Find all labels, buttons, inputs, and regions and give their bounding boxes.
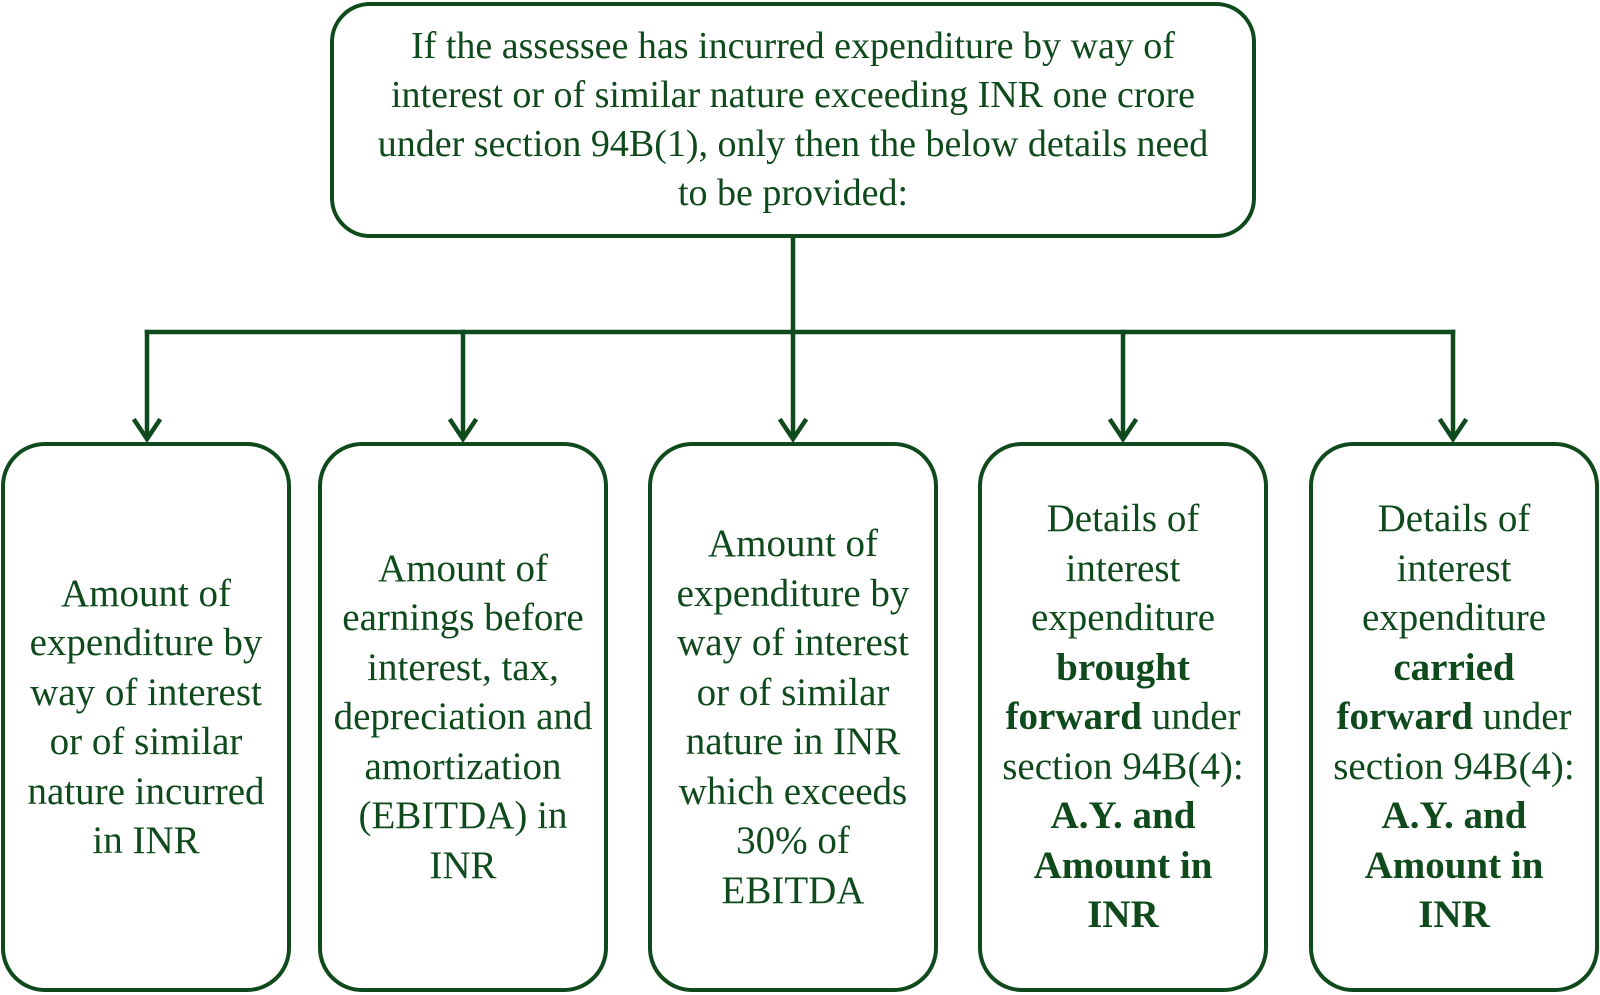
brought-forward-intro: Details of interest expenditure — [1030, 497, 1216, 640]
arrowhead-2 — [447, 417, 479, 444]
brought-forward-ay-amount: A.Y. and Amount in INR — [1033, 794, 1213, 937]
carried-forward-emphasis: carried forward — [1336, 645, 1515, 739]
brought-forward-emphasis: brought forward — [1005, 645, 1190, 739]
carried-forward-intro: Details of interest expenditure — [1361, 497, 1547, 640]
box-ebitda-text: Amount of earnings before interest, tax,… — [333, 546, 593, 887]
brought-forward-section: under section 94B(4): — [1002, 695, 1244, 788]
box-ebitda: Amount of earnings before interest, tax,… — [318, 442, 608, 992]
arrowhead-5 — [1437, 417, 1469, 444]
box-excess-interest: Amount of expenditure by way of interest… — [648, 442, 938, 992]
box-carried-forward-text: Details of interest expenditure carried … — [1324, 494, 1584, 940]
arrowhead-3 — [777, 417, 809, 444]
root-condition-text: If the assessee has incurred expenditure… — [377, 25, 1209, 214]
carried-forward-ay-amount: A.Y. and Amount in INR — [1364, 794, 1544, 937]
carried-forward-section: under section 94B(4): — [1333, 695, 1575, 788]
box-interest-expenditure-text: Amount of expenditure by way of interest… — [27, 571, 265, 863]
arrowhead-4 — [1107, 417, 1139, 444]
box-brought-forward: Details of interest expenditure brought … — [978, 442, 1268, 992]
arrowhead-1 — [131, 417, 163, 444]
box-excess-interest-text: Amount of expenditure by way of interest… — [676, 522, 910, 912]
box-brought-forward-text: Details of interest expenditure brought … — [993, 494, 1253, 940]
box-interest-expenditure: Amount of expenditure by way of interest… — [1, 442, 291, 992]
box-carried-forward: Details of interest expenditure carried … — [1309, 442, 1599, 992]
root-condition-box: If the assessee has incurred expenditure… — [330, 2, 1256, 238]
